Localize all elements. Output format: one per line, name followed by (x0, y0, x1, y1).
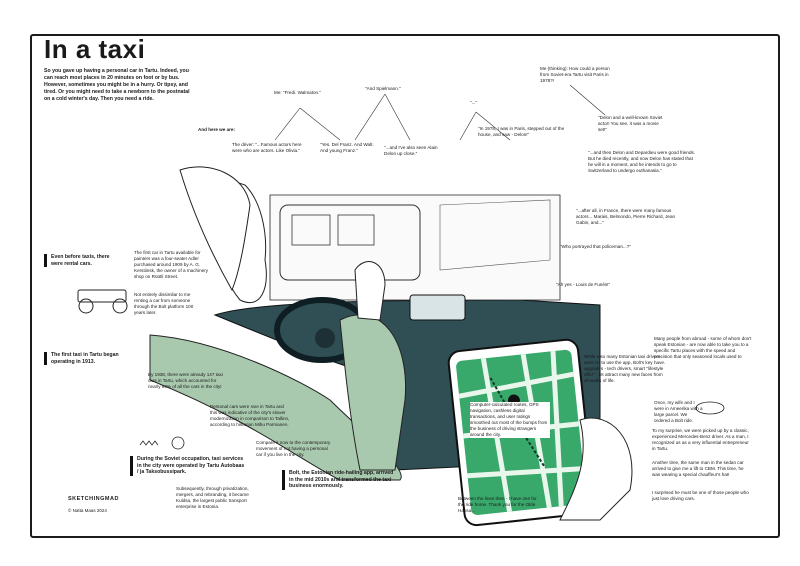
dialogue-7: "In 1978, I was in Paris, stepped out of… (478, 126, 565, 137)
another-time-text: Another time, the same man in the sedan … (652, 460, 744, 477)
dialogue-1: Me: "Fredi. Walmaton." (274, 90, 321, 95)
dialogue-10: "...and then Delon and Depardieu were go… (588, 150, 696, 173)
dialogue-2: The driver: "...Famous actors here were … (232, 142, 302, 153)
dialogue-11: "...after all, in France, there were man… (576, 208, 676, 225)
van-window (291, 214, 331, 246)
here-we-are: And here we are: (198, 127, 236, 132)
van-outline (279, 204, 421, 281)
label-before-taxis: Even before taxis, there were rental car… (44, 254, 121, 268)
pigeon (695, 401, 725, 415)
copyright-text: © Natta Maas 2024 (68, 508, 107, 513)
once-my-wife-text: Once, my wife and I were in Ameerika wit… (654, 400, 703, 423)
vintage-car (77, 289, 128, 314)
wheel-icon (171, 436, 185, 450)
computer-text: Computer-calculated routes, GPS navigati… (470, 402, 550, 438)
many-people-text: Many people from abroad - some of whom d… (654, 336, 752, 365)
driver-hair (179, 166, 251, 292)
dialogue-12: "Who portrayed that policeman...?" (560, 244, 631, 249)
personal-cars-text: Personal cars were rare in Tartu and thi… (210, 404, 290, 427)
dialogue-3: "Yes. Del Franz. And Walt. And young Fra… (320, 142, 374, 153)
compare-text: Compare it now to the contemporary movem… (256, 440, 331, 457)
dialogue-5: "...and I've also seen Alain Delon up cl… (384, 145, 438, 156)
dialogue-6: "..." (470, 100, 478, 105)
while-also-text: While also many Estonian taxi drivers we… (584, 354, 664, 383)
dialogue-13: "Ah yes - Louis de Funès!" (556, 282, 611, 287)
surprise-end-text: I surprised he must be one of those peop… (652, 490, 749, 501)
page-title: In a taxi (44, 34, 146, 64)
dashboard-display (409, 294, 466, 321)
subsequently-text: Subsequently, through privatization, mer… (176, 486, 249, 509)
between-text: Between the lines then - I have one for … (458, 496, 537, 513)
dialogue-8: Me (thinking): How could a person from S… (540, 66, 610, 83)
wave-icon (139, 440, 159, 446)
wheel-hub (315, 328, 335, 348)
dialogue-9: "Delon and a well-known Soviet actor! Yo… (598, 115, 663, 132)
route-line (489, 377, 546, 469)
windshield (269, 194, 561, 301)
passenger-hand (559, 417, 633, 521)
dialogue-4: "And Spielmann." (365, 86, 401, 91)
label-first-taxi: The first taxi in Tartu began operating … (44, 352, 131, 366)
driver-hand (354, 261, 386, 321)
first-car-text: The first car in Tartu available for pai… (134, 250, 209, 279)
label-soviet: During the Soviet occupation, taxi servi… (130, 456, 245, 476)
label-bolt: Bolt, the Estonian ride-hailing app, arr… (282, 470, 399, 490)
street-buildings (439, 199, 551, 271)
logo-text: SKETCHINGMAD (68, 496, 119, 502)
van-window-2 (337, 214, 375, 246)
intro-paragraph: So you gave up having a personal car in … (44, 68, 190, 102)
to-surprise-text: To my surprise, we were picked up by a c… (652, 428, 749, 451)
rental-note: Not entirely dissimilar to me renting a … (134, 292, 194, 315)
by-1938-text: By 1938, there were already 147 taxi car… (148, 372, 223, 389)
dialogue-lines (274, 84, 606, 141)
